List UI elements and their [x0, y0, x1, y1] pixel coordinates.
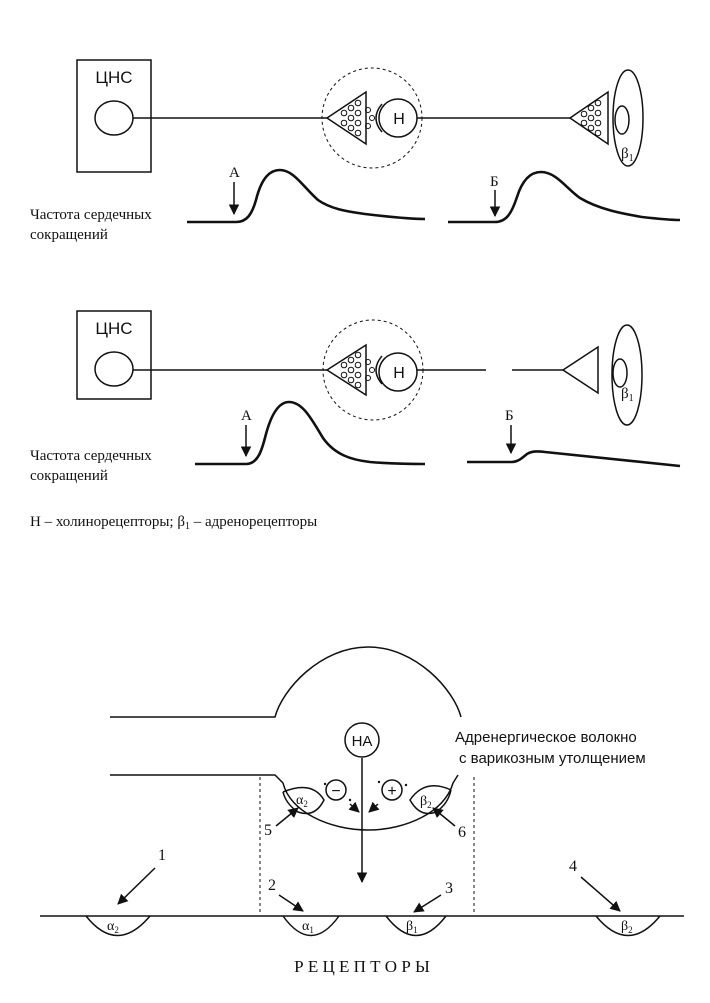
- pointer-2: [278, 894, 304, 912]
- post-beta2-label: β2: [621, 919, 633, 935]
- ganglion-neuron: [378, 352, 418, 392]
- target-receptor-label: β1: [621, 386, 634, 404]
- ganglion-boundary: [321, 67, 423, 169]
- pointer-3: [413, 894, 442, 913]
- cns-box: [76, 59, 152, 173]
- post-beta1-label: β1: [406, 919, 418, 935]
- cns-label: ЦНС: [95, 319, 132, 338]
- pre-alpha2-label: α2: [296, 793, 308, 809]
- hr-curve-b: [467, 450, 681, 468]
- hr-label-line1: Частота сердечных: [30, 207, 152, 223]
- post-beta2-receptor: [595, 915, 661, 937]
- effector-receptor: [614, 105, 630, 135]
- na-circle: [344, 722, 380, 758]
- pointer-1: [117, 867, 156, 905]
- minus-sign-circle: [325, 779, 347, 801]
- fiber-label-line1: Адренергическое волокно: [455, 729, 637, 746]
- fiber-lower-membrane: [110, 774, 459, 831]
- panel-2: ЦНС Н β1 Частота сердечных сокращений А …: [30, 310, 681, 484]
- hr-label-line1: Частота сердечных: [30, 448, 152, 464]
- pointer-6: [432, 807, 456, 827]
- postganglionic-terminal-empty: [561, 345, 599, 395]
- num-1: 1: [158, 847, 166, 864]
- arrow-b-label: Б: [505, 408, 514, 424]
- hr-label-line2: сокращений: [30, 227, 108, 243]
- effector-cell: [612, 69, 644, 167]
- hr-curve-a: [187, 168, 426, 224]
- cns-label: ЦНС: [95, 68, 132, 87]
- vesicles: [340, 99, 375, 137]
- num-6: 6: [458, 824, 466, 841]
- presynaptic-terminal: [325, 90, 367, 146]
- post-alpha2-receptor: [85, 915, 151, 937]
- effector-receptor: [612, 358, 628, 388]
- arrow-a-label: А: [241, 408, 252, 424]
- vesicles: [340, 351, 375, 389]
- feedback-arrow-minus: [348, 801, 360, 813]
- ganglion-receptor-label: Н: [393, 365, 405, 382]
- legend: Н – холинорецепторы; β1 – адренорецептор…: [30, 514, 317, 532]
- effector-cell: [611, 324, 643, 426]
- na-label: НА: [352, 733, 373, 750]
- hr-curve-a: [195, 400, 426, 466]
- arrow-b-label: Б: [490, 174, 499, 190]
- post-alpha2-label: α2: [107, 919, 119, 935]
- feedback-arrow-plus: [368, 801, 380, 813]
- cns-neuron: [94, 351, 134, 387]
- post-beta1-receptor: [385, 915, 447, 937]
- hr-label-line2: сокращений: [30, 468, 108, 484]
- pointer-4: [580, 876, 621, 912]
- plus-sign: +: [387, 783, 396, 800]
- plus-sign-circle: [381, 779, 403, 801]
- num-4: 4: [569, 858, 577, 875]
- vesicles-terminal: [580, 99, 602, 137]
- fiber-upper-membrane: [110, 646, 462, 718]
- panel-1: ЦНС Н β1 Частота сердечных сокращений А: [30, 59, 681, 243]
- hr-curve-b: [448, 170, 681, 224]
- ganglion-boundary: [322, 319, 424, 421]
- post-alpha1-receptor: [282, 915, 340, 937]
- pointer-5: [275, 807, 299, 827]
- postsynaptic-cup: [375, 355, 383, 385]
- target-receptor-label: β1: [621, 146, 634, 164]
- cns-box: [76, 310, 152, 400]
- postsynaptic-cup: [375, 103, 383, 133]
- arrow-a-label: А: [229, 165, 240, 181]
- pre-beta2-label: β2: [420, 794, 432, 810]
- presynaptic-alpha2-receptor: [282, 786, 325, 815]
- num-2: 2: [268, 877, 276, 894]
- post-alpha1-label: α1: [302, 919, 314, 935]
- presynaptic-beta2-receptor: [409, 785, 452, 815]
- presynaptic-terminal: [325, 343, 367, 397]
- postganglionic-terminal: [568, 90, 609, 146]
- num-5: 5: [264, 822, 272, 839]
- minus-sign: −: [331, 783, 340, 800]
- fiber-label-line2: с варикозным утолщением: [459, 750, 646, 767]
- receptors-label: Р Е Ц Е П Т О Р Ы: [294, 957, 430, 976]
- num-3: 3: [445, 880, 453, 897]
- cns-neuron: [94, 100, 134, 136]
- ganglion-receptor-label: Н: [393, 111, 405, 128]
- panel-3: НА Адренергическое волокно с варикозным …: [40, 646, 684, 976]
